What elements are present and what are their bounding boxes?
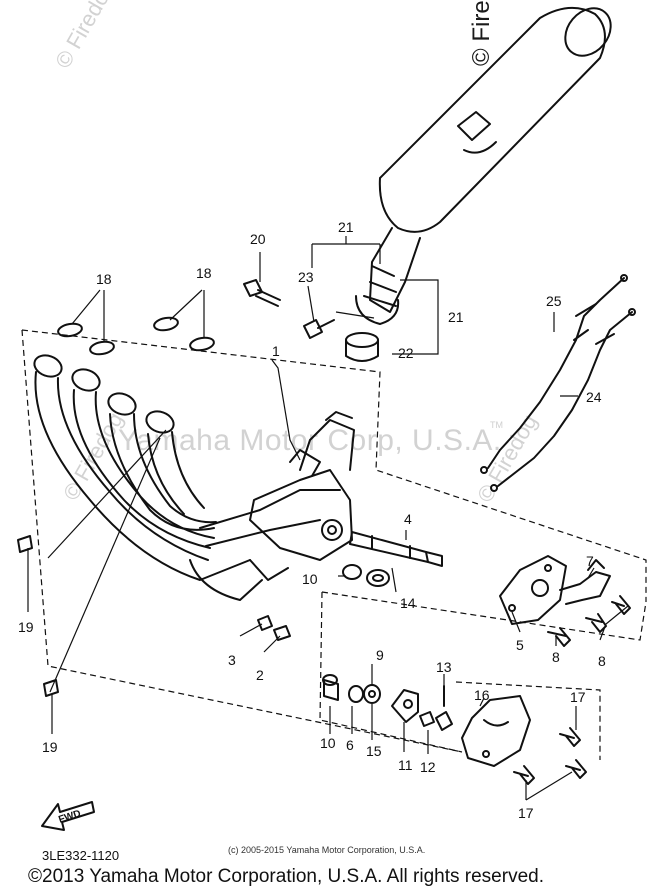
label-24: 24 (586, 389, 602, 405)
screws-17 (513, 727, 587, 785)
label-21a: 21 (338, 219, 354, 235)
label-17a: 17 (570, 689, 586, 705)
label-6: 6 (346, 737, 354, 753)
label-2: 2 (256, 667, 264, 683)
bolt-20 (243, 279, 281, 307)
label-21b: 21 (448, 309, 464, 325)
label-22: 22 (398, 345, 414, 361)
label-8b: 8 (598, 653, 606, 669)
diagram-code: 3LE332-1120 (42, 848, 120, 863)
label-4: 4 (404, 511, 412, 527)
valve-shaft-4 (349, 531, 443, 567)
copyright-footer: ©2013 Yamaha Motor Corporation, U.S.A. A… (28, 866, 544, 887)
label-19b: 19 (42, 739, 58, 755)
bushings-10-14 (342, 564, 390, 587)
small-copyright: (c) 2005-2015 Yamaha Motor Corporation, … (228, 845, 426, 855)
label-10a: 10 (302, 571, 318, 587)
label-9: 9 (376, 647, 384, 663)
nut-bolt-12-13 (419, 685, 453, 731)
bolt-nut-2-3 (257, 615, 291, 641)
muffler (355, 7, 612, 325)
trademark-mark: TM (490, 420, 503, 430)
collector-body (249, 411, 355, 561)
label-12: 12 (420, 759, 436, 775)
leader-lines (27, 236, 629, 801)
pulley-11 (391, 689, 419, 723)
screws-8 (547, 595, 631, 647)
label-17b: 17 (518, 805, 534, 821)
label-20: 20 (250, 231, 266, 247)
bolts-19 (17, 535, 59, 697)
label-13: 13 (436, 659, 452, 675)
label-5: 5 (516, 637, 524, 653)
label-18a: 18 (96, 271, 112, 287)
pulley-hardware (322, 674, 381, 704)
assembly-outlines (21, 329, 647, 760)
cover-16 (461, 695, 531, 767)
label-19a: 19 (18, 619, 34, 635)
label-11: 11 (398, 757, 413, 773)
label-10b: 10 (320, 735, 336, 751)
label-18b: 18 (196, 265, 212, 281)
gaskets-18 (57, 316, 215, 356)
label-16: 16 (474, 687, 490, 703)
bolt-23 (303, 319, 335, 339)
label-1: 1 (272, 343, 280, 359)
label-8a: 8 (552, 649, 560, 665)
label-15: 15 (366, 743, 382, 759)
exhaust-headers (33, 354, 341, 601)
forward-arrow-icon: FWD (41, 801, 95, 831)
label-14: 14 (400, 595, 416, 611)
label-7: 7 (586, 553, 594, 569)
label-3: 3 (228, 652, 236, 668)
gasket-22 (345, 332, 379, 362)
label-25: 25 (546, 293, 562, 309)
label-23: 23 (298, 269, 314, 285)
throttle-cables (480, 274, 636, 492)
